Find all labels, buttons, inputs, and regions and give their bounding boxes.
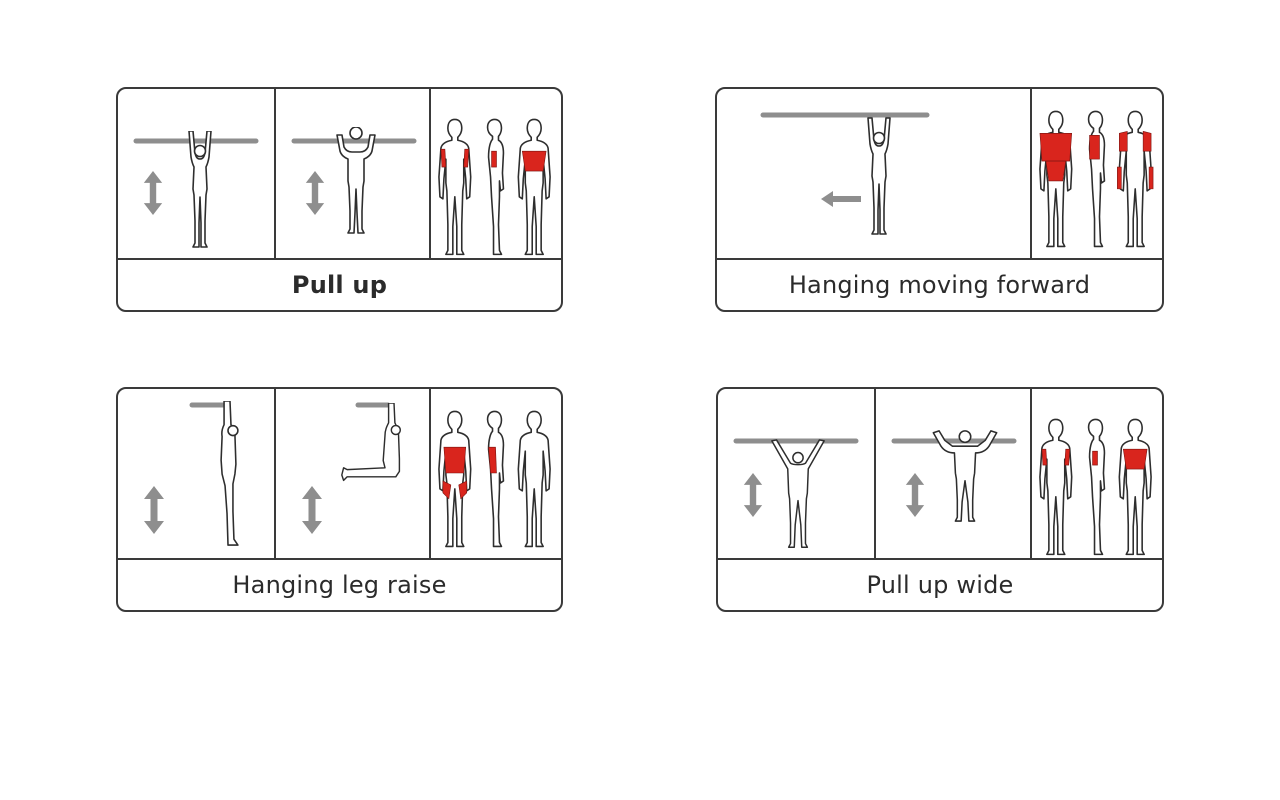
exercise-card-pull-up: Pull up <box>116 87 563 312</box>
illustration-row <box>717 89 1162 260</box>
movement-panel <box>717 89 1030 258</box>
up-down-arrow-icon <box>143 171 163 215</box>
end-position-panel <box>874 389 1032 558</box>
end-position-panel <box>274 389 431 558</box>
exercise-title: Pull up wide <box>866 571 1014 599</box>
exercise-card-pull-up-wide: Pull up wide <box>716 387 1164 612</box>
exercise-title: Hanging leg raise <box>232 571 447 599</box>
start-position-panel <box>118 89 274 258</box>
muscle-map-icon <box>1039 110 1154 248</box>
muscle-map-panel <box>1030 389 1162 558</box>
illustration-row <box>718 389 1162 560</box>
up-down-arrow-icon <box>905 473 925 517</box>
up-down-arrow-icon <box>743 473 763 517</box>
muscle-map-icon <box>1039 418 1152 556</box>
end-position-panel <box>274 89 431 258</box>
muscle-map-icon <box>438 410 551 548</box>
illustration-row <box>118 389 561 560</box>
start-position-panel <box>118 389 274 558</box>
exercise-title: Pull up <box>291 271 388 299</box>
left-arrow-icon <box>821 191 861 207</box>
muscle-map-panel <box>1030 89 1162 258</box>
up-down-arrow-icon <box>302 486 322 534</box>
start-position-panel <box>718 389 874 558</box>
exercise-card-hanging-moving-forward: Hanging moving forward <box>715 87 1164 312</box>
muscle-map-icon <box>438 118 551 256</box>
exercise-title: Hanging moving forward <box>788 271 1091 299</box>
exercise-card-hanging-leg-raise: Hanging leg raise <box>116 387 563 612</box>
illustration-row <box>118 89 561 260</box>
up-down-arrow-icon <box>144 486 164 534</box>
muscle-map-panel <box>429 89 561 258</box>
up-down-arrow-icon <box>305 171 325 215</box>
muscle-map-panel <box>429 389 561 558</box>
